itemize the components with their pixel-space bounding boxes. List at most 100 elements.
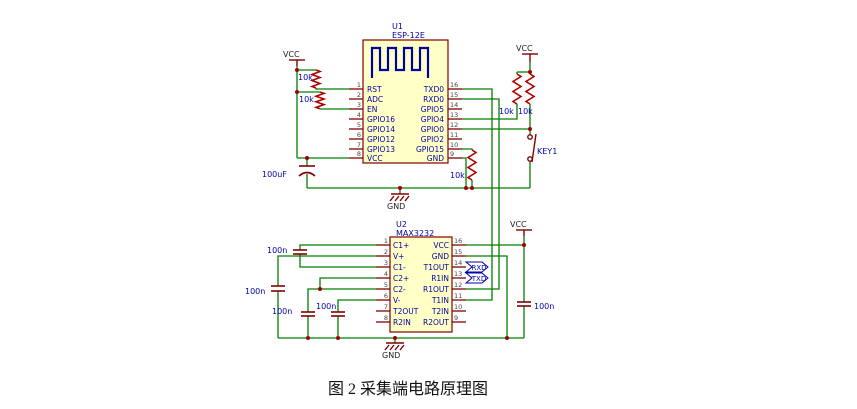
pin-number: 2 (384, 248, 388, 256)
pin-number: 9 (450, 150, 454, 158)
capacitor-c1: 100n (267, 246, 307, 255)
key1-button: KEY1 (527, 133, 557, 163)
pin-number: 8 (357, 150, 361, 158)
wire (466, 255, 508, 338)
gnd-hatch (399, 344, 405, 351)
u1-part: ESP-12E (392, 31, 425, 40)
pin-number: 13 (454, 270, 462, 278)
wire (315, 88, 349, 90)
pin-number: 7 (357, 141, 361, 149)
gnd-hatch (404, 195, 410, 202)
pin-number: 9 (454, 314, 458, 322)
vcc-port-mid-right: VCC (510, 220, 532, 236)
pin-name: GND (432, 252, 449, 261)
pin-number: 10 (454, 303, 462, 311)
pin-number: 1 (357, 81, 361, 89)
pin-name: GPIO14 (367, 125, 395, 134)
wire (462, 88, 493, 301)
pin-number: 12 (454, 281, 462, 289)
resistor-r3: 10k (499, 73, 523, 116)
resistor-r4: 10k (518, 73, 536, 116)
button-contact (527, 134, 533, 140)
gnd-label: GND (387, 202, 405, 211)
pin-number: 12 (450, 121, 458, 129)
u1-designator: U1 (392, 22, 403, 31)
vcc-label: VCC (283, 50, 300, 59)
wire (299, 244, 376, 250)
wire (462, 157, 467, 188)
vcc-label: VCC (510, 220, 527, 229)
gnd-hatch (389, 344, 395, 351)
junction-dot (336, 336, 340, 340)
port-flag-icon (464, 272, 489, 284)
junction-dot (528, 127, 532, 131)
figure-caption: 图 2 采集端电路原理图 (328, 380, 488, 398)
pin-name: EN (367, 105, 377, 114)
resistor-value: 10k (499, 107, 514, 116)
pin-number: 6 (357, 131, 361, 139)
capacitor-value: 100n (316, 302, 336, 311)
wire (462, 104, 518, 120)
pin-name: VCC (433, 241, 449, 250)
u2-designator: U2 (396, 220, 407, 229)
pin-number: 5 (384, 281, 388, 289)
cap-plate-curved (298, 171, 316, 177)
pin-number: 6 (384, 292, 388, 300)
pin-name: R2OUT (423, 318, 449, 327)
pin-number: 5 (357, 121, 361, 129)
pin-number: 4 (384, 270, 388, 278)
pin-number: 16 (454, 237, 462, 245)
junction-dot (505, 336, 509, 340)
pin-number: 13 (450, 111, 458, 119)
pin-number: 11 (454, 292, 462, 300)
u1-body (362, 39, 449, 164)
gnd-label: GND (382, 351, 400, 360)
pin-number: 1 (384, 237, 388, 245)
resistor-value: 10k (299, 95, 314, 104)
pin-name: GPIO12 (367, 135, 395, 144)
pin-name: GND (427, 154, 444, 163)
pin-name: V- (393, 296, 401, 305)
pin-name: V+ (393, 252, 404, 261)
junction-dot (522, 243, 526, 247)
gnd-hatch (394, 195, 400, 202)
pin-number: 2 (357, 91, 361, 99)
u2-body (389, 236, 453, 333)
capacitor-value: 100n (534, 302, 554, 311)
port-flag-icon (464, 261, 489, 273)
resistor-zigzag (309, 69, 323, 89)
pin-name: GPIO5 (421, 105, 444, 114)
rxd-label: RXD (471, 264, 486, 272)
rxd-port: RXD (464, 261, 489, 273)
pin-name: R2IN (393, 318, 411, 327)
pin-name: R1IN (431, 274, 449, 283)
resistor-zigzag (511, 73, 523, 105)
capacitor-value: 100n (267, 246, 287, 255)
wire (462, 98, 500, 290)
resistor-zigzag (313, 91, 327, 110)
resistor-r1: 10k (298, 69, 323, 89)
gnd-hatch (399, 195, 405, 202)
capacitor-value: 100uF (262, 170, 287, 179)
pin-number: 4 (357, 111, 361, 119)
pin-name: R1OUT (423, 285, 449, 294)
pin-number: 7 (384, 303, 388, 311)
pin-name: RST (367, 85, 382, 94)
pin-name: C1+ (393, 241, 409, 250)
pin-number: 3 (384, 259, 388, 267)
wire (299, 254, 376, 268)
pin-name: C2- (393, 285, 406, 294)
pin-name: T2OUT (392, 307, 419, 316)
wire (277, 255, 376, 286)
capacitor-value: 100n (272, 307, 292, 316)
junction-dot (305, 156, 309, 160)
button-actuator (531, 133, 537, 163)
pin-name: T2IN (431, 307, 449, 316)
wire (462, 148, 473, 150)
pin-number: 14 (450, 101, 458, 109)
resistor-r2: 10k (299, 91, 327, 110)
junction-dot (528, 70, 532, 74)
capacitor-c2: 100n (245, 285, 285, 296)
pin-name: T1IN (431, 296, 449, 305)
txd-port: TXD (464, 272, 489, 284)
